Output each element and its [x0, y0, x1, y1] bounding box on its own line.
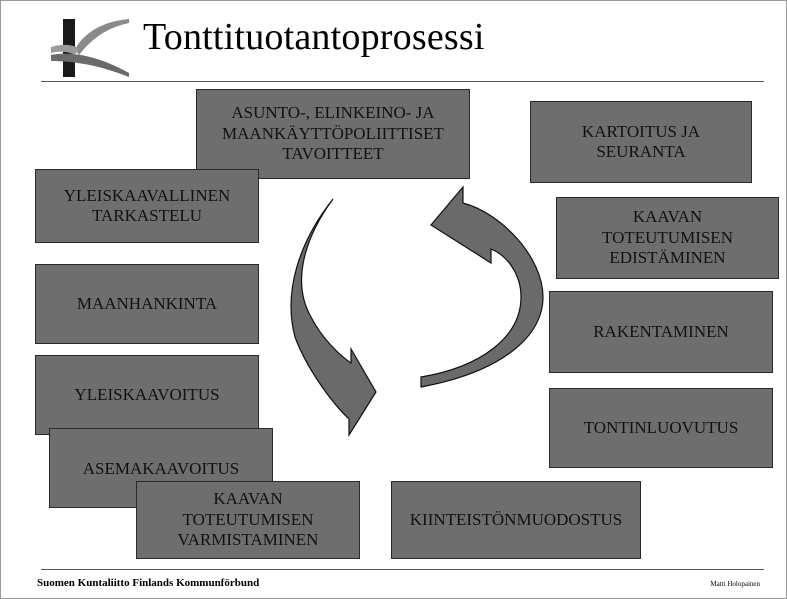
box-kartoitus-seuranta: KARTOITUS JA SEURANTA [530, 101, 752, 183]
box-kaavan-toteutumisen-edistaminen: KAAVAN TOTEUTUMISEN EDISTÄMINEN [556, 197, 779, 279]
box-kaavan-toteutumisen-varmistaminen: KAAVAN TOTEUTUMISEN VARMISTAMINEN [136, 481, 360, 559]
box-asunto-tavoitteet: ASUNTO-, ELINKEINO- JA MAANKÄYTTÖPOLIITT… [196, 89, 470, 179]
box-kiinteistonmuodostus: KIINTEISTÖNMUODOSTUS [391, 481, 641, 559]
box-yleiskaavallinen-tarkastelu: YLEISKAAVALLINEN TARKASTELU [35, 169, 259, 243]
kuntaliitto-logo [51, 19, 129, 77]
header-divider [41, 81, 764, 82]
right-arrow-icon [420, 185, 544, 388]
box-maanhankinta: MAANHANKINTA [35, 264, 259, 344]
box-yleiskaavoitus: YLEISKAAVOITUS [35, 355, 259, 435]
box-tontinluovutus: TONTINLUOVUTUS [549, 388, 773, 468]
footer-organization: Suomen Kuntaliitto Finlands Kommunförbun… [37, 577, 260, 589]
slide-title: Tonttituotantoprosessi [143, 16, 485, 58]
box-rakentaminen: RAKENTAMINEN [549, 291, 773, 373]
left-arrow-icon [290, 198, 377, 438]
footer-author: Matti Holopainen [710, 580, 760, 588]
footer-divider [41, 569, 764, 570]
cycle-arrows [290, 185, 544, 438]
